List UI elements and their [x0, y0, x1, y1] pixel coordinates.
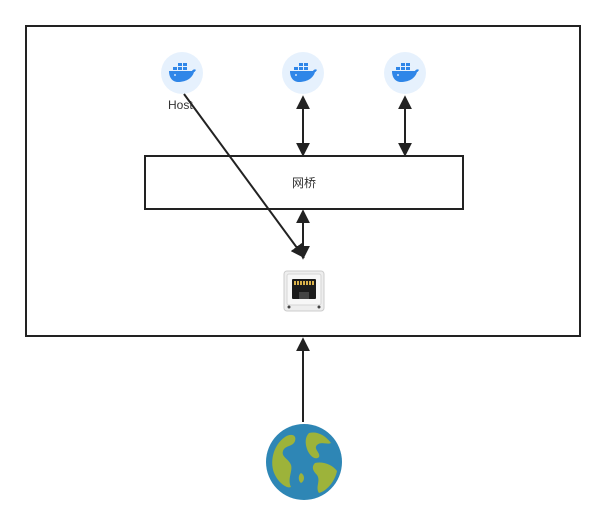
docker-whale-icon: [282, 52, 324, 94]
docker-whale-icon: [161, 52, 203, 94]
host-label: Host: [168, 98, 193, 112]
bridge-label: 网桥: [291, 176, 316, 190]
host-nic-arrow: [183, 93, 305, 259]
ethernet-port-icon: [283, 270, 325, 312]
docker-whale-icon: [384, 52, 426, 94]
globe-icon: [266, 424, 342, 500]
host-machine-frame: [25, 25, 581, 337]
